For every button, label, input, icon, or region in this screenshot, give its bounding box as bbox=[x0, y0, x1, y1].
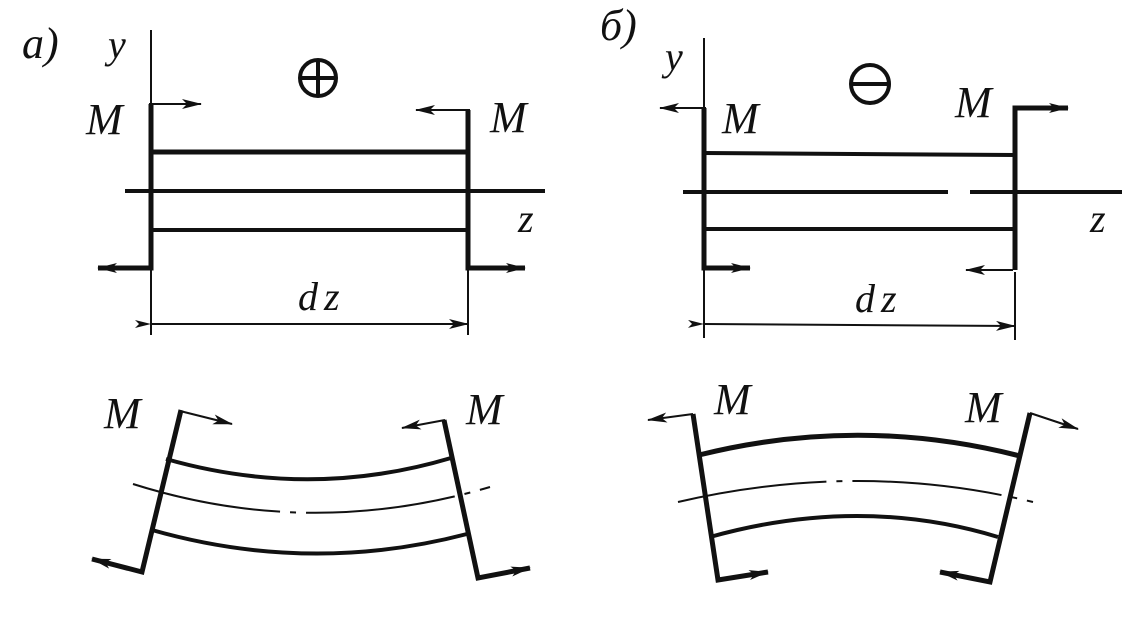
panel-a-bent-top-fiber bbox=[165, 456, 452, 482]
panel-b-dimension-line bbox=[687, 319, 1016, 331]
panel-a-left-section bbox=[97, 104, 154, 273]
panel-a-sign-plus-icon: ⊕ bbox=[298, 58, 338, 98]
panel-a-right-section bbox=[465, 110, 526, 273]
panel-a-bent: M M bbox=[91, 385, 531, 581]
panel-a-bent-moment-left-label: M bbox=[103, 389, 143, 438]
panel-a-bent-right-top-arrow bbox=[401, 419, 446, 430]
panel-b-top-fiber bbox=[703, 151, 1016, 157]
panel-b-bent-neutral-axis bbox=[677, 480, 1034, 503]
panel-b-bent-top-fiber bbox=[698, 432, 1021, 459]
panel-b-bent-left-top-arrow bbox=[647, 412, 694, 423]
panel-b-moment-right-label: M bbox=[954, 78, 994, 127]
panel-b-label: б) bbox=[600, 1, 637, 50]
panel-b-bent-moment-right-label: M bbox=[964, 383, 1004, 432]
panel-b-sign-minus-icon: ⊖ bbox=[0, 0, 891, 105]
panel-b-moment-left-label: M bbox=[721, 94, 761, 143]
panel-a-length-label: dz bbox=[298, 274, 346, 319]
panel-b-bent-left-section bbox=[690, 413, 769, 583]
panel-b-z-axis-label: z bbox=[1089, 196, 1106, 241]
panel-a-bent-bottom-fiber bbox=[151, 528, 468, 556]
panel-a: а) y ⊕ M M z dz bbox=[22, 19, 545, 335]
panel-b-y-axis-label: y bbox=[661, 34, 683, 79]
panel-a-moment-left-label: M bbox=[85, 95, 125, 144]
panel-a-y-axis-label: y bbox=[104, 22, 126, 67]
panel-a-bent-right-section bbox=[441, 419, 531, 581]
panel-b-length-label: dz bbox=[855, 276, 903, 321]
panel-b-right-section bbox=[1012, 103, 1069, 270]
panel-b: б) y ⊖ M M z dz bbox=[0, 0, 1122, 340]
panel-b-bent: M M bbox=[647, 375, 1079, 585]
panel-a-bent-left-top-arrow bbox=[179, 410, 233, 425]
panel-a-bent-left-section bbox=[91, 409, 184, 576]
panel-b-left-section bbox=[701, 108, 751, 273]
panel-a-moment-right-label: M bbox=[489, 93, 529, 142]
panel-a-label: а) bbox=[22, 19, 59, 68]
panel-a-bent-moment-right-label: M bbox=[465, 385, 505, 434]
panel-a-z-axis-label: z bbox=[517, 196, 534, 241]
panel-b-bent-bottom-fiber bbox=[709, 514, 999, 539]
panel-b-bent-right-top-arrow bbox=[1029, 412, 1079, 430]
panel-b-bent-right-section bbox=[939, 412, 1033, 585]
panel-b-sign: ⊖ bbox=[0, 0, 1, 1]
panel-b-bent-moment-left-label: M bbox=[713, 375, 753, 424]
panel-a-bent-neutral-axis bbox=[132, 483, 491, 514]
